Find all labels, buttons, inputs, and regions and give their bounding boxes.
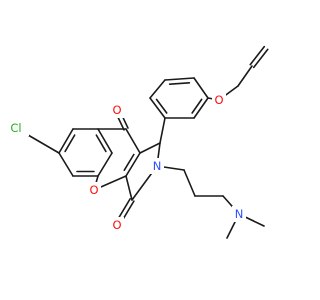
atom-o-ring: O (87, 182, 101, 198)
single-bond (97, 128, 113, 154)
single-bond (149, 79, 166, 99)
bond-layer (15, 45, 269, 239)
atom-n-amine-label: N (235, 207, 244, 221)
single-bond (125, 128, 141, 154)
single-bond (164, 77, 195, 81)
single-bond (125, 152, 141, 177)
atom-label-layer: Cl O O O O N N (5, 92, 246, 233)
single-bond (97, 152, 113, 177)
single-bond (159, 117, 166, 144)
single-bond (193, 97, 209, 119)
single-bond (139, 142, 161, 154)
atom-n-lactam-label: N (153, 159, 162, 173)
atom-o-ketone: O (110, 102, 124, 118)
atom-o-lactam: O (110, 217, 124, 233)
single-bond (58, 128, 74, 154)
aromatic-inner-bond (191, 98, 203, 114)
molecule-drawing: Cl O O O O N N (5, 45, 269, 239)
single-bond (58, 152, 74, 177)
atom-o-ketone-label: O (112, 103, 121, 117)
atom-o-ether: O (212, 92, 226, 108)
single-bond (149, 97, 166, 119)
single-bond (237, 65, 253, 87)
aromatic-inner-bond (123, 153, 135, 171)
atom-cl: Cl (5, 120, 29, 136)
aromatic-inner-bond (64, 134, 76, 153)
atom-cl-label: Cl (10, 121, 21, 135)
single-bond (125, 175, 133, 201)
atom-o-lactam-label: O (112, 218, 121, 232)
atom-o-ring-label: O (89, 183, 98, 197)
aromatic-inner-bond (95, 134, 107, 153)
aromatic-inner-bond (155, 98, 168, 114)
atom-n-amine: N (232, 206, 246, 222)
atom-o-ether-label: O (214, 93, 223, 107)
single-bond (183, 169, 196, 197)
structure-canvas: Cl O O O O N N (5, 45, 269, 239)
atom-n-lactam: N (150, 158, 164, 174)
aromatic-inner-bond (168, 82, 191, 85)
double-bond (252, 48, 269, 69)
single-bond (193, 77, 209, 99)
double-bond (249, 45, 266, 66)
